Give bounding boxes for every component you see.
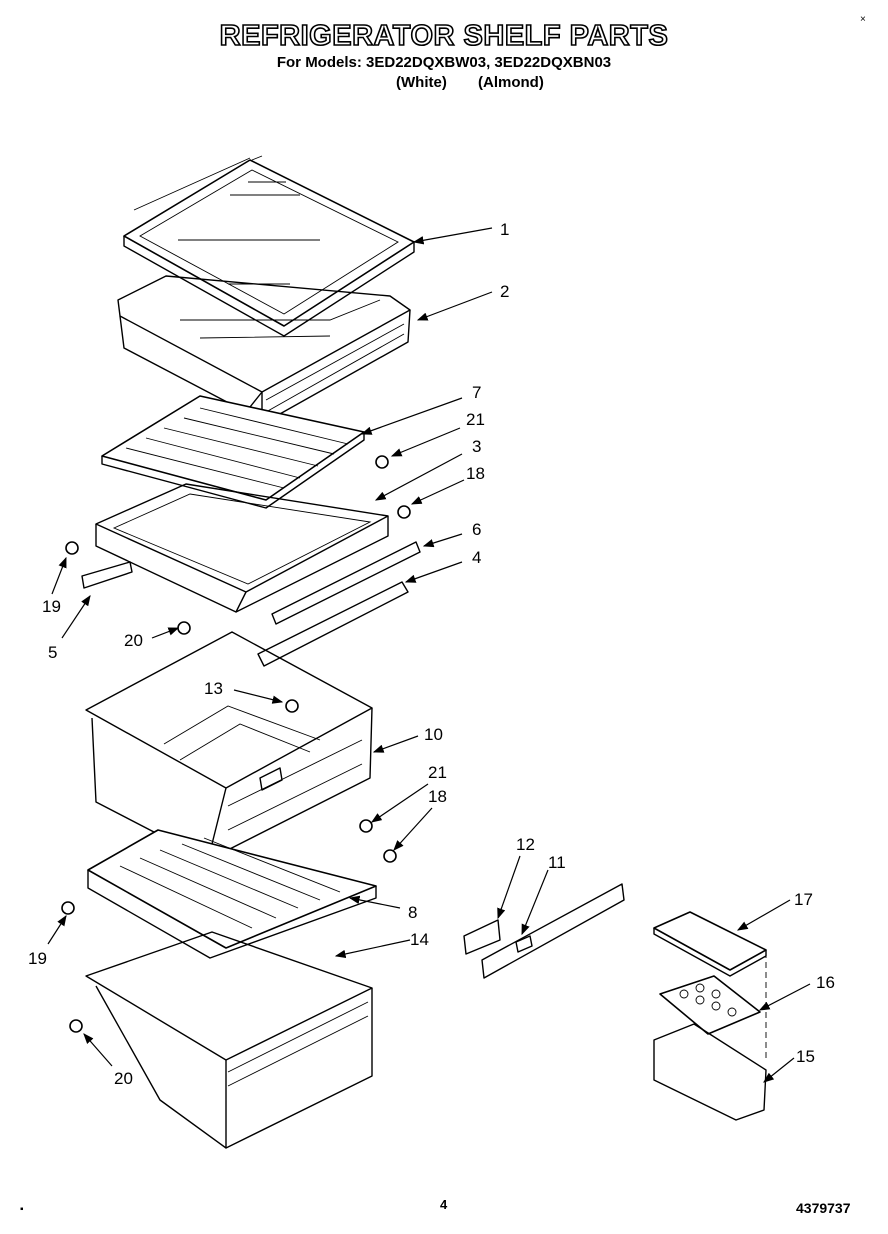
leader-arrows <box>47 227 811 1083</box>
callout-20-upper: 20 <box>124 631 143 650</box>
callout-1: 1 <box>500 220 509 239</box>
part-side-rail <box>81 561 133 589</box>
page-title: REFRIGERATOR SHELF PARTS <box>219 19 669 53</box>
callout-21-lower: 21 <box>428 763 447 782</box>
model-numbers: For Models: 3ED22DQXBW03, 3ED22DQXBN03 <box>276 54 612 71</box>
callout-19-lower: 19 <box>28 949 47 968</box>
callout-5: 5 <box>48 643 57 662</box>
callout-15: 15 <box>796 1047 815 1066</box>
corner-mark-bottom: ▪ <box>20 1204 24 1215</box>
callout-20-lower: 20 <box>114 1069 133 1088</box>
callout-19-upper: 19 <box>42 597 61 616</box>
callout-16: 16 <box>816 973 835 992</box>
color-label-white: (White) <box>396 74 447 91</box>
callout-4: 4 <box>472 548 481 567</box>
callout-10: 10 <box>424 725 443 744</box>
callout-7: 7 <box>472 383 481 402</box>
page-number: 4 <box>440 1197 448 1212</box>
callout-6: 6 <box>472 520 481 539</box>
callout-18-upper: 18 <box>466 464 485 483</box>
part-glass-shelf <box>123 155 415 337</box>
document-number: 4379737 <box>796 1200 851 1216</box>
part-brackets <box>463 883 625 979</box>
part-trim-strips <box>257 541 421 667</box>
callout-14: 14 <box>410 930 429 949</box>
callout-17: 17 <box>794 890 813 909</box>
part-shelf-frame <box>95 483 389 613</box>
part-crisper-frame <box>117 275 411 425</box>
corner-mark-top: × <box>860 14 866 25</box>
callout-13: 13 <box>204 679 223 698</box>
callout-12: 12 <box>516 835 535 854</box>
callout-18-lower: 18 <box>428 787 447 806</box>
color-label-almond: (Almond) <box>478 74 544 91</box>
part-ribbed-panel <box>101 395 365 509</box>
part-crisper-drawer <box>85 631 373 861</box>
part-deli-drawer <box>85 931 373 1149</box>
callout-21-upper: 21 <box>466 410 485 429</box>
part-bin-assembly <box>653 911 767 1121</box>
callout-2: 2 <box>500 282 509 301</box>
callout-11: 11 <box>548 853 566 872</box>
part-lower-shelf <box>87 829 377 959</box>
callout-8: 8 <box>408 903 417 922</box>
fasteners <box>61 455 411 1033</box>
callout-3: 3 <box>472 437 481 456</box>
